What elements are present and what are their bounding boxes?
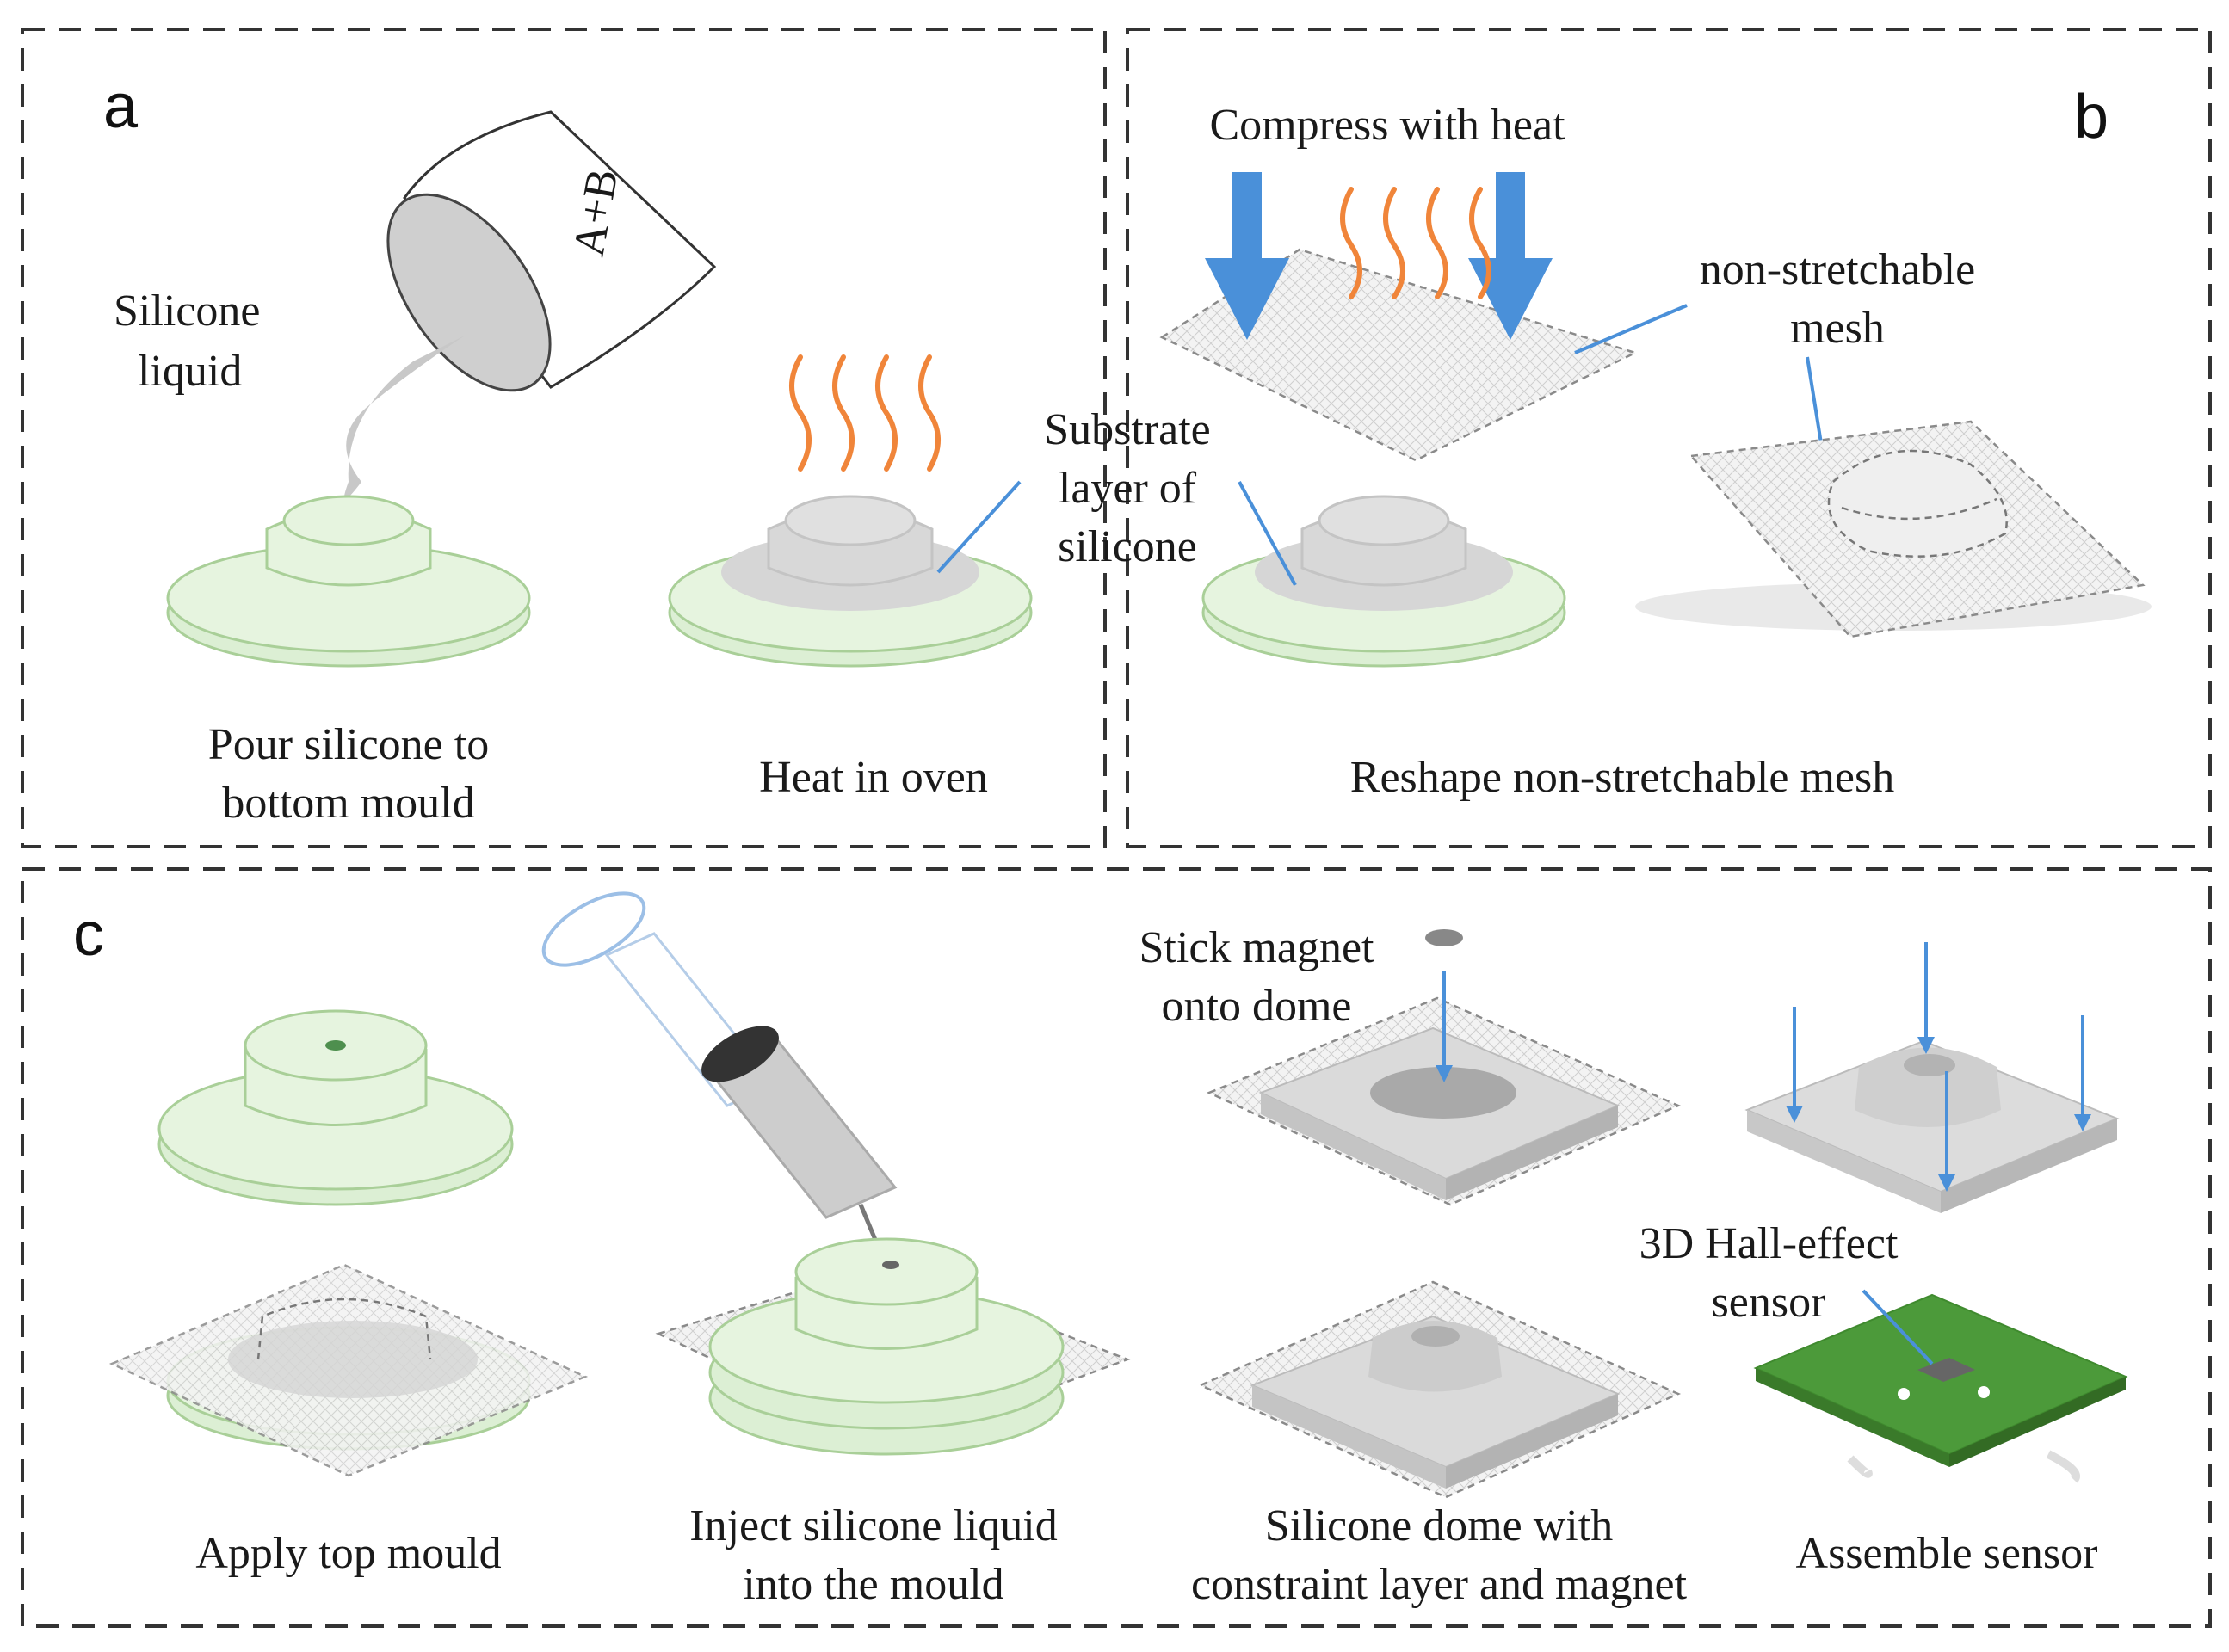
sensor-label-2: sensor <box>1712 1278 1826 1327</box>
step-c4-caption: Assemble sensor <box>1796 1529 2098 1578</box>
magnet-label-1: Stick magnet <box>1139 923 1375 972</box>
step-c3-caption-1: Silicone dome with <box>1265 1501 1613 1550</box>
down-arrow-icon <box>1786 942 2091 1192</box>
bottom-mould-3 <box>1201 495 1566 668</box>
step-c1-caption: Apply top mould <box>195 1529 501 1578</box>
substrate-label-1: Substrate <box>1044 405 1211 454</box>
dome-block-magnet <box>1206 996 1682 1206</box>
step-a2-caption: Heat in oven <box>759 753 988 802</box>
step-c2-caption-1: Inject silicone liquid <box>689 1501 1057 1550</box>
silicone-liquid-label-2: liquid <box>138 347 242 396</box>
substrate-label-3: silicone <box>1058 522 1197 571</box>
magnet-icon <box>1425 929 1463 946</box>
mesh-label-1: non-stretchable <box>1700 245 1976 294</box>
step-b-caption: Reshape non-stretchable mesh <box>1350 753 1894 802</box>
compress-label: Compress with heat <box>1209 101 1565 150</box>
substrate-leader-a <box>936 480 1022 574</box>
mesh-leader-1 <box>1574 304 1688 354</box>
panel-b-letter: b <box>2074 83 2109 151</box>
step-c3-caption-2: constraint layer and magnet <box>1191 1560 1688 1609</box>
dome-block <box>1197 1280 1682 1499</box>
step-a1-caption-2: bottom mould <box>222 779 474 828</box>
magnet-label-2: onto dome <box>1162 982 1352 1031</box>
syringe-icon <box>541 891 898 1257</box>
mesh-label-2: mesh <box>1790 304 1885 353</box>
pcb-icon <box>1753 1293 2128 1483</box>
silicone-liquid-label-1: Silicone <box>114 287 260 336</box>
substrate-leader-b <box>1238 481 1297 586</box>
bottom-mould-1 <box>166 495 531 668</box>
step-c2-caption-2: into the mould <box>743 1560 1003 1609</box>
mould-with-mesh <box>108 1263 589 1477</box>
bottom-mould-2 <box>668 495 1033 668</box>
heat-waves-icon <box>1340 187 1491 299</box>
panel-c-frame <box>21 867 2212 1628</box>
silicone-stream <box>344 336 465 499</box>
panel-c-letter: c <box>73 900 104 969</box>
pouring-cup: A+B <box>386 110 717 392</box>
substrate-label-2: layer of <box>1059 464 1197 513</box>
assembled-dome <box>1744 1039 2120 1213</box>
panel-a-letter: a <box>103 72 139 141</box>
panel-a-frame <box>21 28 1107 848</box>
sensor-label-1: 3D Hall-effect <box>1639 1219 1899 1268</box>
reshaped-mesh <box>1635 420 2152 638</box>
panel-b-frame <box>1126 28 2212 848</box>
heat-waves-icon <box>789 354 941 472</box>
inject-mould <box>655 1237 1131 1456</box>
sensor-leader <box>1862 1289 1934 1365</box>
step-a1-caption-1: Pour silicone to <box>208 720 489 769</box>
top-mould <box>157 1009 514 1206</box>
